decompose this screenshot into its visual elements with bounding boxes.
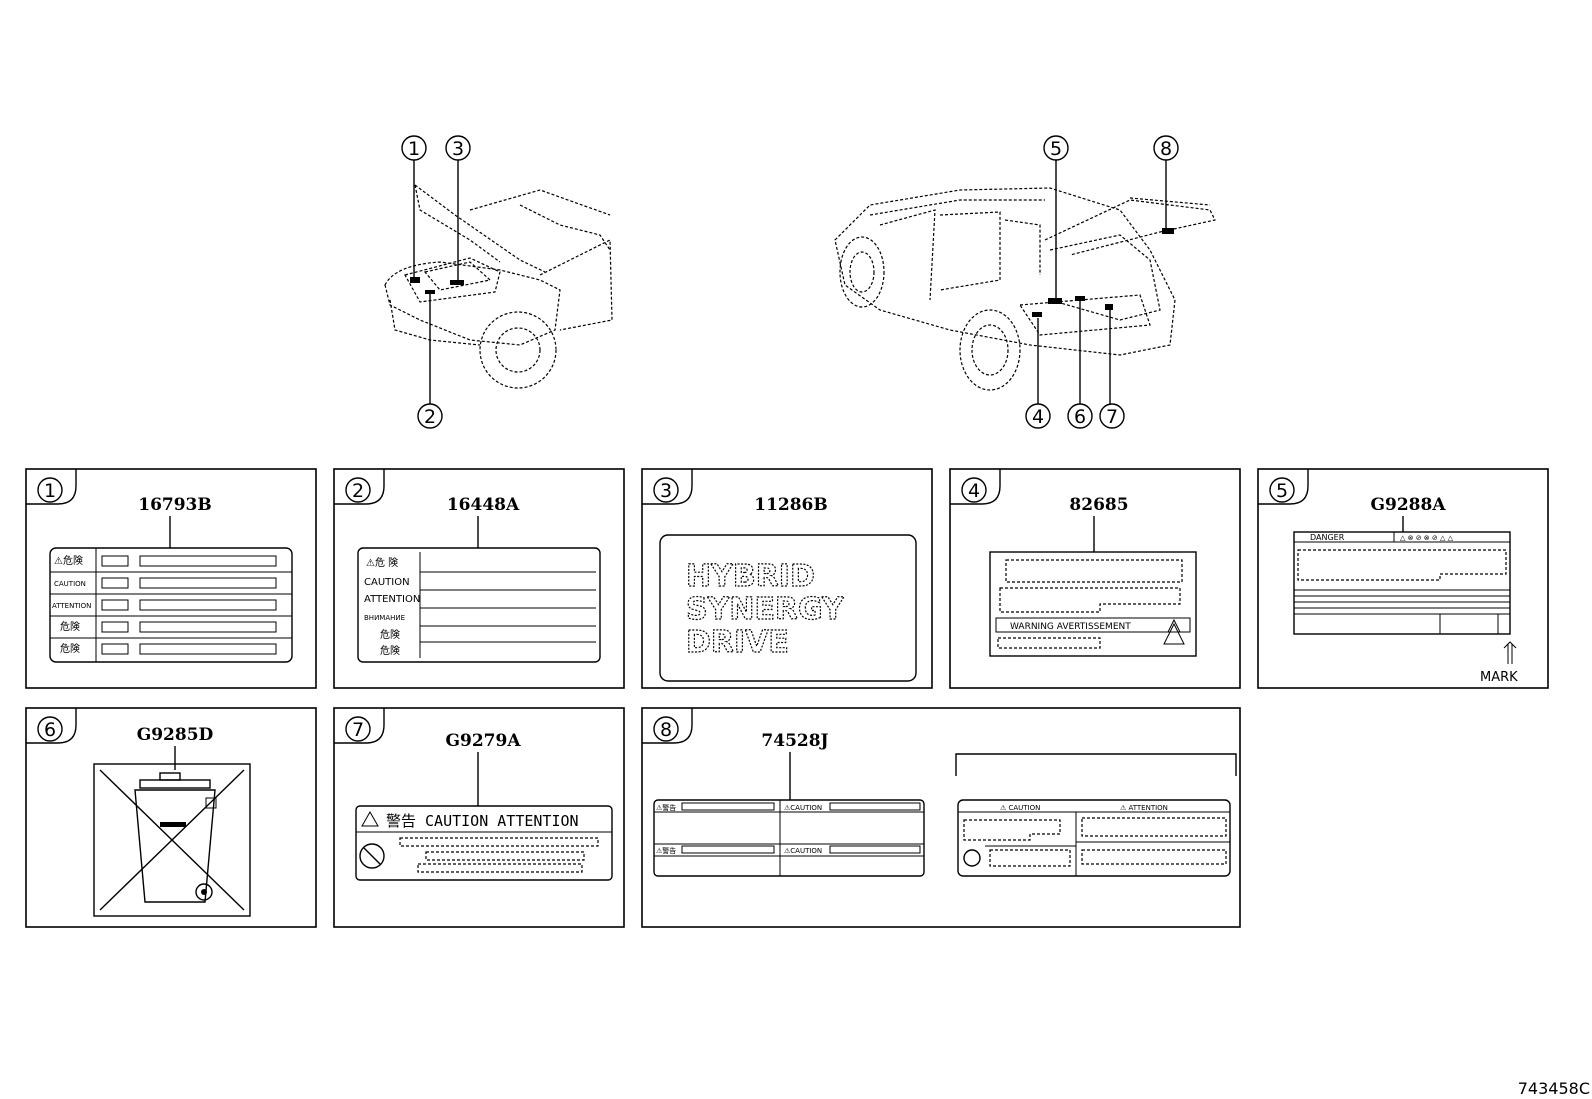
panel-3-line-3: DRIVE [686,625,789,660]
crossed-bin-icon [93,763,251,917]
svg-text:2: 2 [352,480,364,502]
callout-circle-3: 3 [445,135,471,161]
panel-7: 7 G9279A 警告 CAUTION ATTENTION [333,707,625,928]
mark-arrow-icon [1503,641,1517,664]
panel-1: 1 16793B ⚠危険 CAUTION ATTENTION 危険 危険 [25,468,317,689]
panel-5-header: DANGER [1310,533,1345,542]
panel-5: 5 G9288A DANGER △ ⊗ ⊘ ⊗ ⊘ △ △ MARK [1257,468,1549,689]
svg-text:3: 3 [452,138,464,160]
panel-2-row-3: ATTENTION [364,594,420,605]
svg-text:6: 6 [44,719,56,741]
svg-text:4: 4 [1032,406,1044,428]
panel-1-row-1: ⚠危険 [54,555,83,567]
panel-1-row-3: ATTENTION [52,602,91,610]
callout-circle-2: 2 [417,403,443,429]
svg-text:7: 7 [1106,406,1118,428]
panel-3-line-1: HYBRID [686,559,815,594]
panel-1-row-5: 危険 [60,643,80,655]
panel-1-row-4: 危険 [60,621,80,633]
panel-2-row-2: CAUTION [364,577,410,588]
svg-text:3: 3 [660,480,672,502]
diagram-id: 743458C [1518,1079,1590,1098]
svg-text:8: 8 [660,719,672,741]
svg-text:G9279A: G9279A [445,731,521,751]
callout-circle-5: 5 [1043,135,1069,161]
svg-text:5: 5 [1276,480,1288,502]
panel-8-left-label-1: ⚠警告 [656,803,676,812]
panel-2-row-1: ⚠危 険 [366,557,398,569]
svg-text:82685: 82685 [1069,495,1128,515]
panel-3-line-2: SYNERGY [686,592,845,627]
front-callout-lines [413,160,459,404]
svg-text:6: 6 [1074,406,1086,428]
panel-4: 4 82685 WARNING AVERTISSEMENT [949,468,1241,689]
panel-1-row-2: CAUTION [54,580,86,588]
callout-circle-6: 6 [1067,403,1093,429]
panel-8-left-label-2: ⚠CAUTION [784,804,822,812]
panel-4-warning: WARNING AVERTISSEMENT [1010,622,1131,632]
svg-text:2: 2 [424,406,436,428]
rear-callout-lines [1037,160,1167,404]
callout-circle-1: 1 [401,135,427,161]
svg-text:1: 1 [44,480,56,502]
panel-2-row-6: 危険 [380,645,400,657]
panel-5-symbols-icon: △ ⊗ ⊘ ⊗ ⊘ △ △ [1400,534,1454,542]
panel-2-row-5: 危険 [380,629,400,641]
panel-8-left-label-3: ⚠警告 [656,846,676,855]
svg-text:74528J: 74528J [761,731,828,751]
svg-text:8: 8 [1160,138,1172,160]
svg-text:G9285D: G9285D [137,725,214,745]
panel-5-mark: MARK [1480,670,1518,685]
svg-text:11286B: 11286B [754,495,828,515]
svg-text:7: 7 [352,719,364,741]
rear-vehicle-illustration [834,187,1216,391]
panel-8-right-label-1: ⚠ CAUTION [1000,804,1040,812]
panel-3: 3 11286B HYBRID SYNERGY DRIVE [641,468,933,689]
prohibition-icon [359,843,385,869]
panel-8-left-label-4: ⚠CAUTION [784,847,822,855]
svg-text:G9288A: G9288A [1370,495,1446,515]
panel-8: 8 74528J ⚠警告 ⚠CAUTION ⚠警告 ⚠CAUTION ⚠ CAU… [641,707,1241,928]
svg-text:16793B: 16793B [138,495,212,515]
svg-text:1: 1 [408,138,420,160]
panel-8-right-label-2: ⚠ ATTENTION [1120,804,1168,812]
hand-warning-icon [963,849,981,867]
panel-2-row-4: ВНИМАНИЕ [364,614,405,622]
front-vehicle-illustration [384,184,613,389]
panel-2: 2 16448A ⚠危 険 CAUTION ATTENTION ВНИМАНИЕ… [333,468,625,689]
svg-text:5: 5 [1050,138,1062,160]
callout-circle-8: 8 [1153,135,1179,161]
panel-6: 6 G9285D [25,707,317,928]
callout-circle-7: 7 [1099,403,1125,429]
callout-circle-4: 4 [1025,403,1051,429]
svg-text:4: 4 [968,480,980,502]
panel-7-header: 警告 CAUTION ATTENTION [386,812,579,830]
svg-text:16448A: 16448A [447,495,520,515]
